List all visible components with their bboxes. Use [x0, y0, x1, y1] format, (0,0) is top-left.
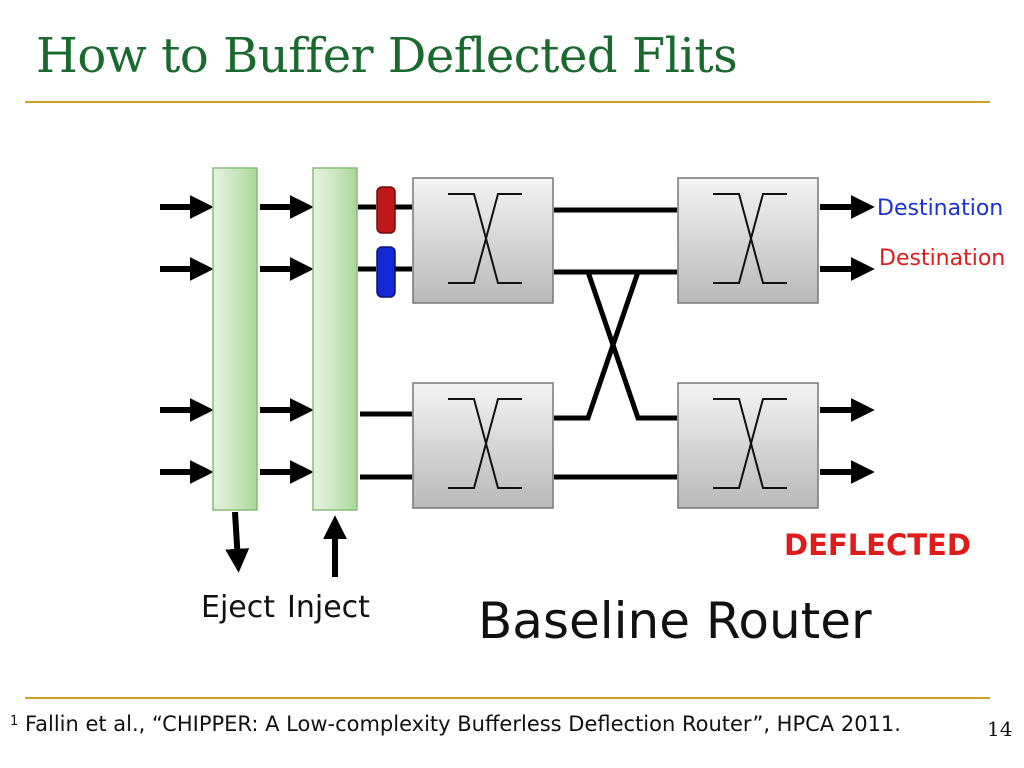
- input-arrows: [160, 195, 214, 484]
- page-number: 14: [987, 717, 1013, 741]
- footnote: 1 Fallin et al., “CHIPPER: A Low-complex…: [10, 707, 970, 739]
- eject-stage: [212, 167, 258, 511]
- arbiter-top-left: [412, 177, 554, 304]
- inject-output-wires: [358, 204, 412, 480]
- destination-label-blue: Destination: [877, 196, 1004, 221]
- arbiter-bottom-left: [412, 382, 554, 509]
- title-divider: [25, 101, 990, 103]
- blue-flit: [376, 246, 396, 298]
- diagram-caption: Baseline Router: [478, 592, 872, 650]
- arbiter-top-right: [677, 177, 819, 304]
- interconnect-wires: [554, 207, 677, 480]
- arbiter-bottom-right: [677, 382, 819, 509]
- footnote-marker: 1: [10, 714, 19, 729]
- eject-arrow: [225, 511, 250, 573]
- eject-label: Eject: [201, 590, 276, 625]
- destination-label-red: Destination: [879, 246, 1006, 271]
- slide-title: How to Buffer Deflected Flits: [36, 28, 738, 84]
- deflected-label: DEFLECTED: [784, 528, 971, 562]
- stage-arrows: [260, 195, 314, 484]
- inject-stage: [312, 167, 358, 511]
- router-diagram: [160, 167, 875, 577]
- red-flit: [376, 186, 396, 234]
- footnote-text: Fallin et al., “CHIPPER: A Low-complexit…: [24, 712, 901, 736]
- output-arrows: [820, 195, 875, 484]
- footer-divider: [25, 697, 990, 699]
- inject-label: Inject: [287, 590, 370, 625]
